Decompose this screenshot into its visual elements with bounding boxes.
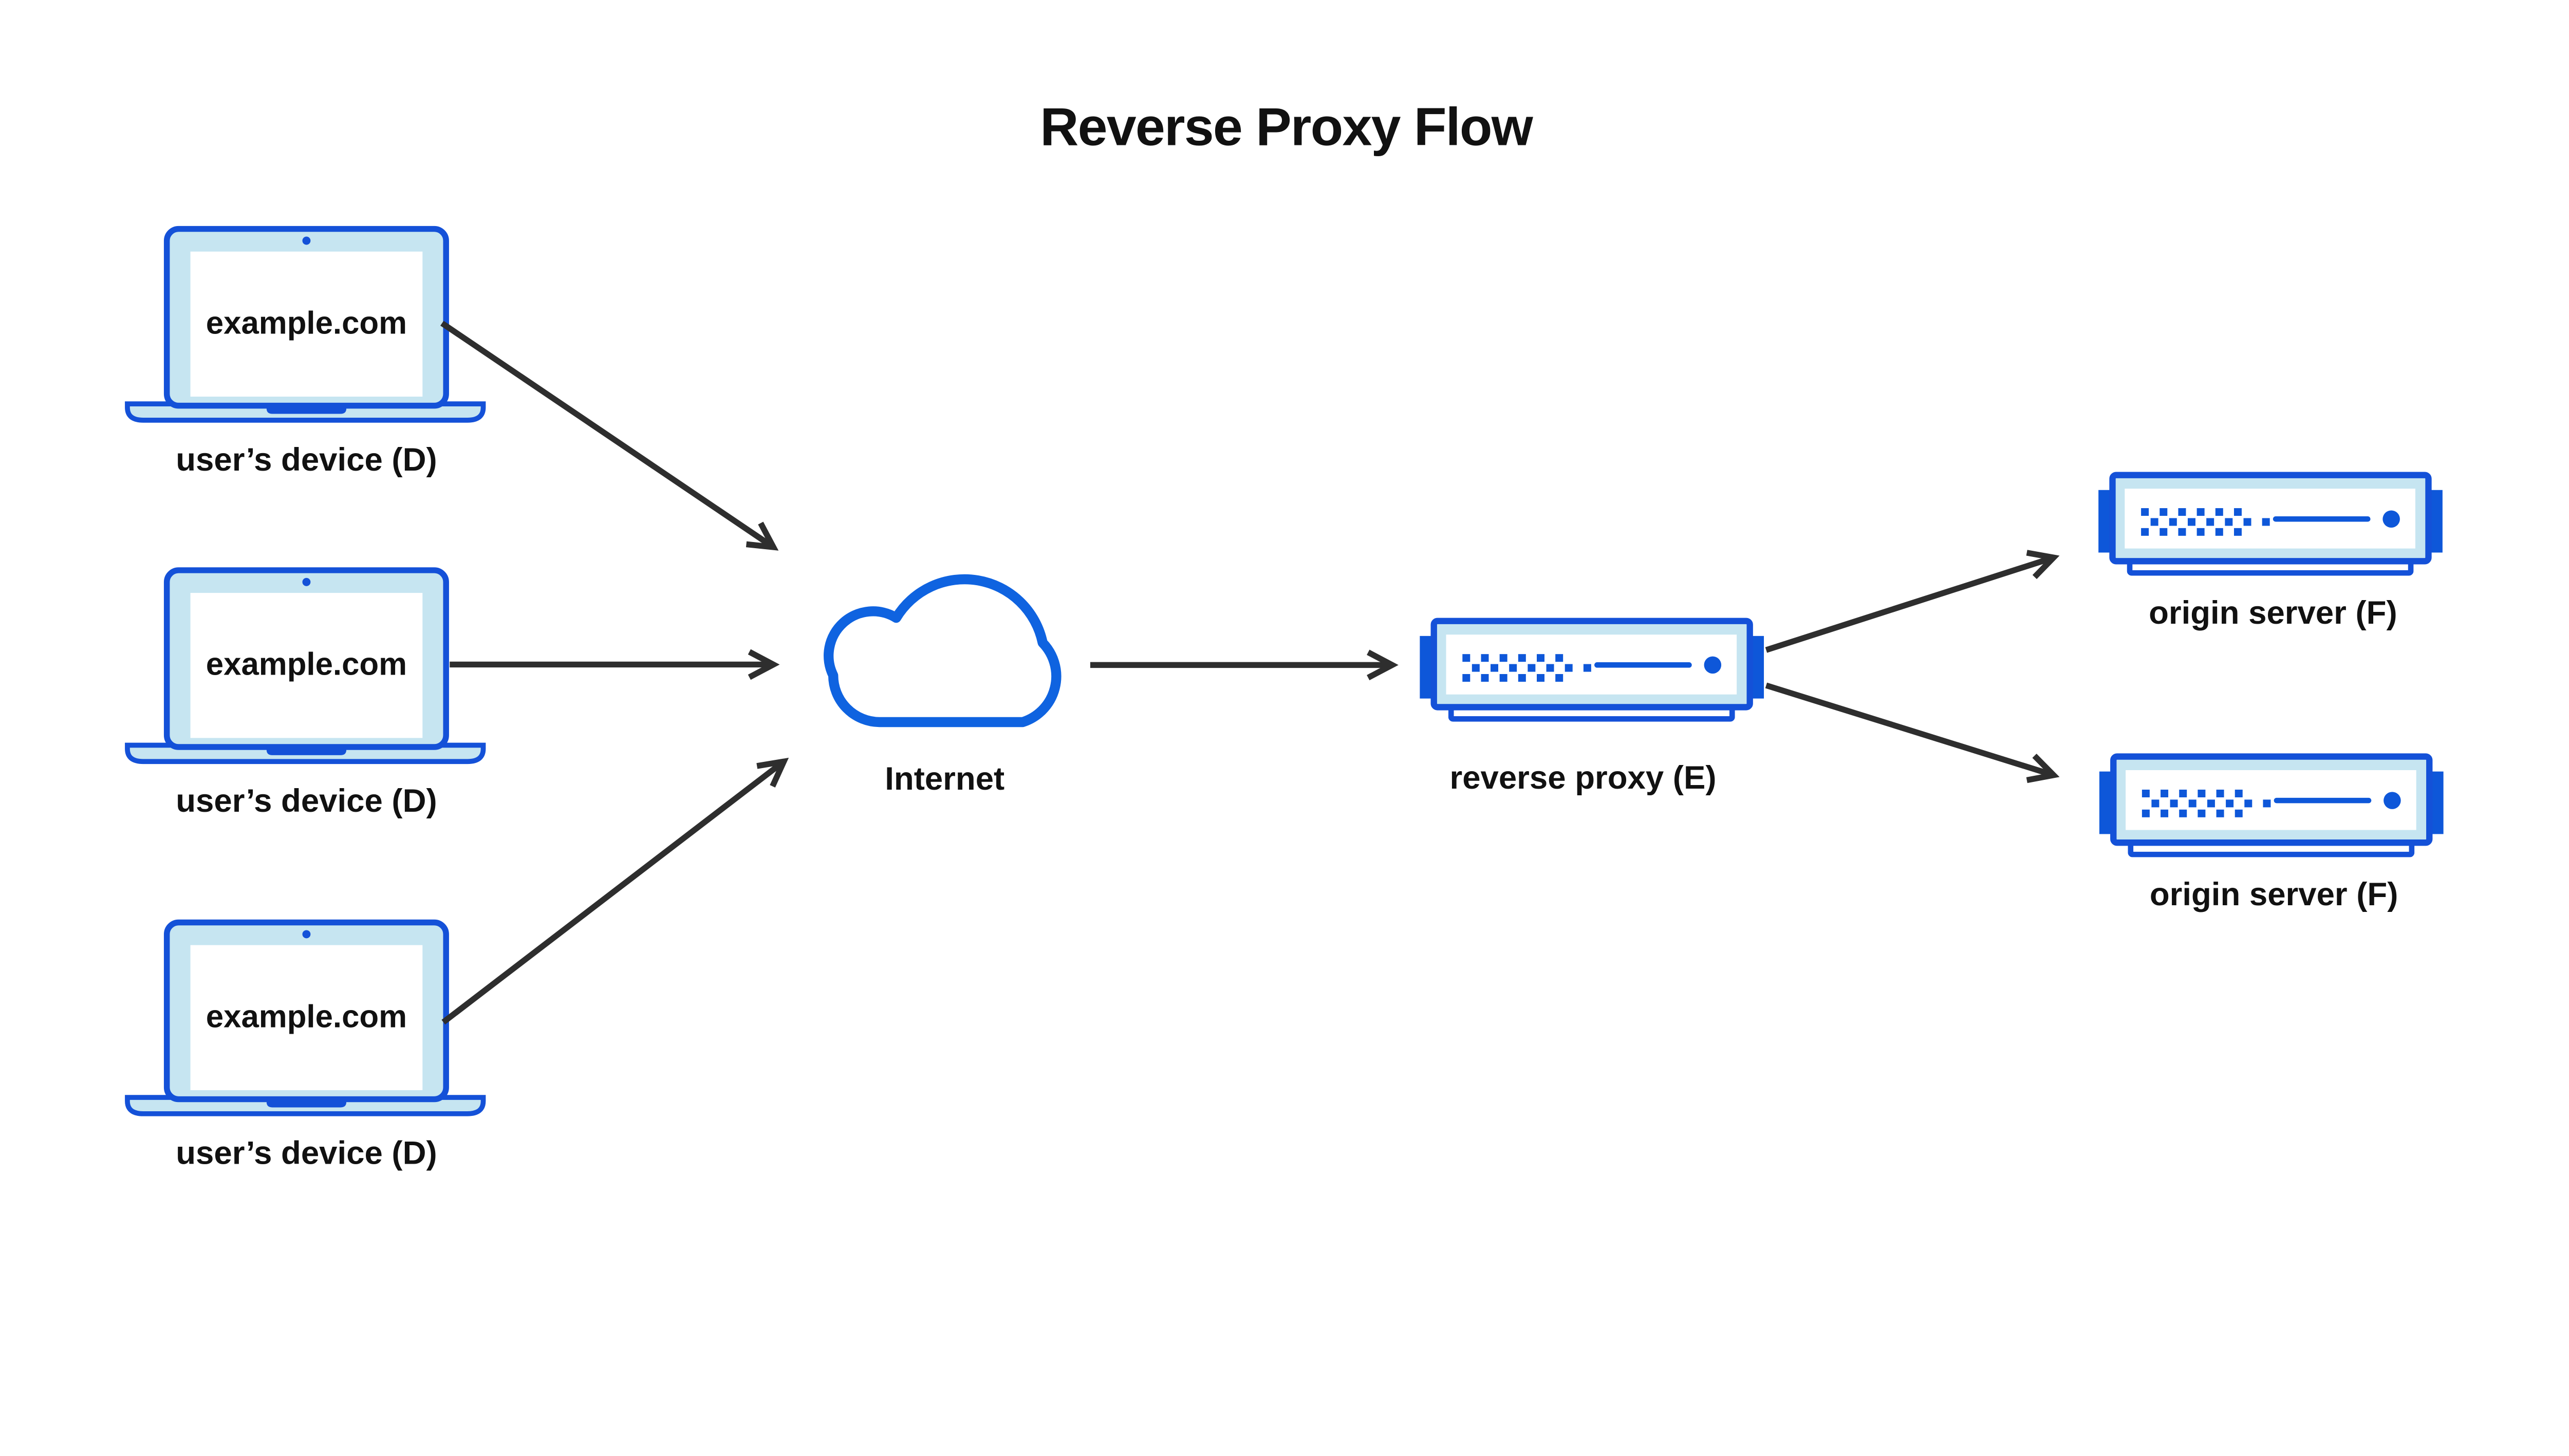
- internet-node: Internet: [824, 574, 1062, 797]
- diagram-canvas: Reverse Proxy Flow example.com user’s de…: [0, 97, 2569, 1171]
- arrow-proxy-to-origin1: [1765, 550, 2060, 653]
- device-2-caption: user’s device (D): [176, 782, 437, 819]
- server-icon: [2098, 475, 2443, 573]
- origin-server-1: origin server (F): [2098, 475, 2443, 631]
- origin-server-2-caption: origin server (F): [2150, 876, 2398, 912]
- diagram-title: Reverse Proxy Flow: [1040, 97, 1534, 157]
- origin-server-1-caption: origin server (F): [2149, 594, 2397, 631]
- reverse-proxy-node: reverse proxy (E): [1420, 621, 1764, 796]
- device-3-screen-label: example.com: [206, 999, 407, 1034]
- user-device-3: example.com user’s device (D): [127, 922, 483, 1171]
- arrow-device1-to-internet: [440, 321, 779, 551]
- reverse-proxy-caption: reverse proxy (E): [1450, 759, 1717, 796]
- server-icon: [1420, 621, 1764, 719]
- device-1-caption: user’s device (D): [176, 441, 437, 478]
- user-device-2: example.com user’s device (D): [127, 570, 483, 819]
- arrow-device3-to-internet: [441, 757, 789, 1025]
- user-device-1: example.com user’s device (D): [127, 229, 483, 478]
- server-icon: [2099, 757, 2444, 855]
- cloud-icon: [824, 574, 1062, 727]
- internet-caption: Internet: [885, 760, 1004, 797]
- origin-server-2: origin server (F): [2099, 757, 2444, 912]
- arrow-device2-to-internet: [450, 649, 780, 680]
- arrow-proxy-to-origin2: [1765, 682, 2060, 783]
- arrow-internet-to-proxy: [1090, 649, 1399, 681]
- device-2-screen-label: example.com: [206, 647, 407, 682]
- reverse-proxy-flow-diagram: Reverse Proxy Flow example.com user’s de…: [0, 97, 2569, 1171]
- device-3-caption: user’s device (D): [176, 1135, 437, 1171]
- device-1-screen-label: example.com: [206, 305, 407, 341]
